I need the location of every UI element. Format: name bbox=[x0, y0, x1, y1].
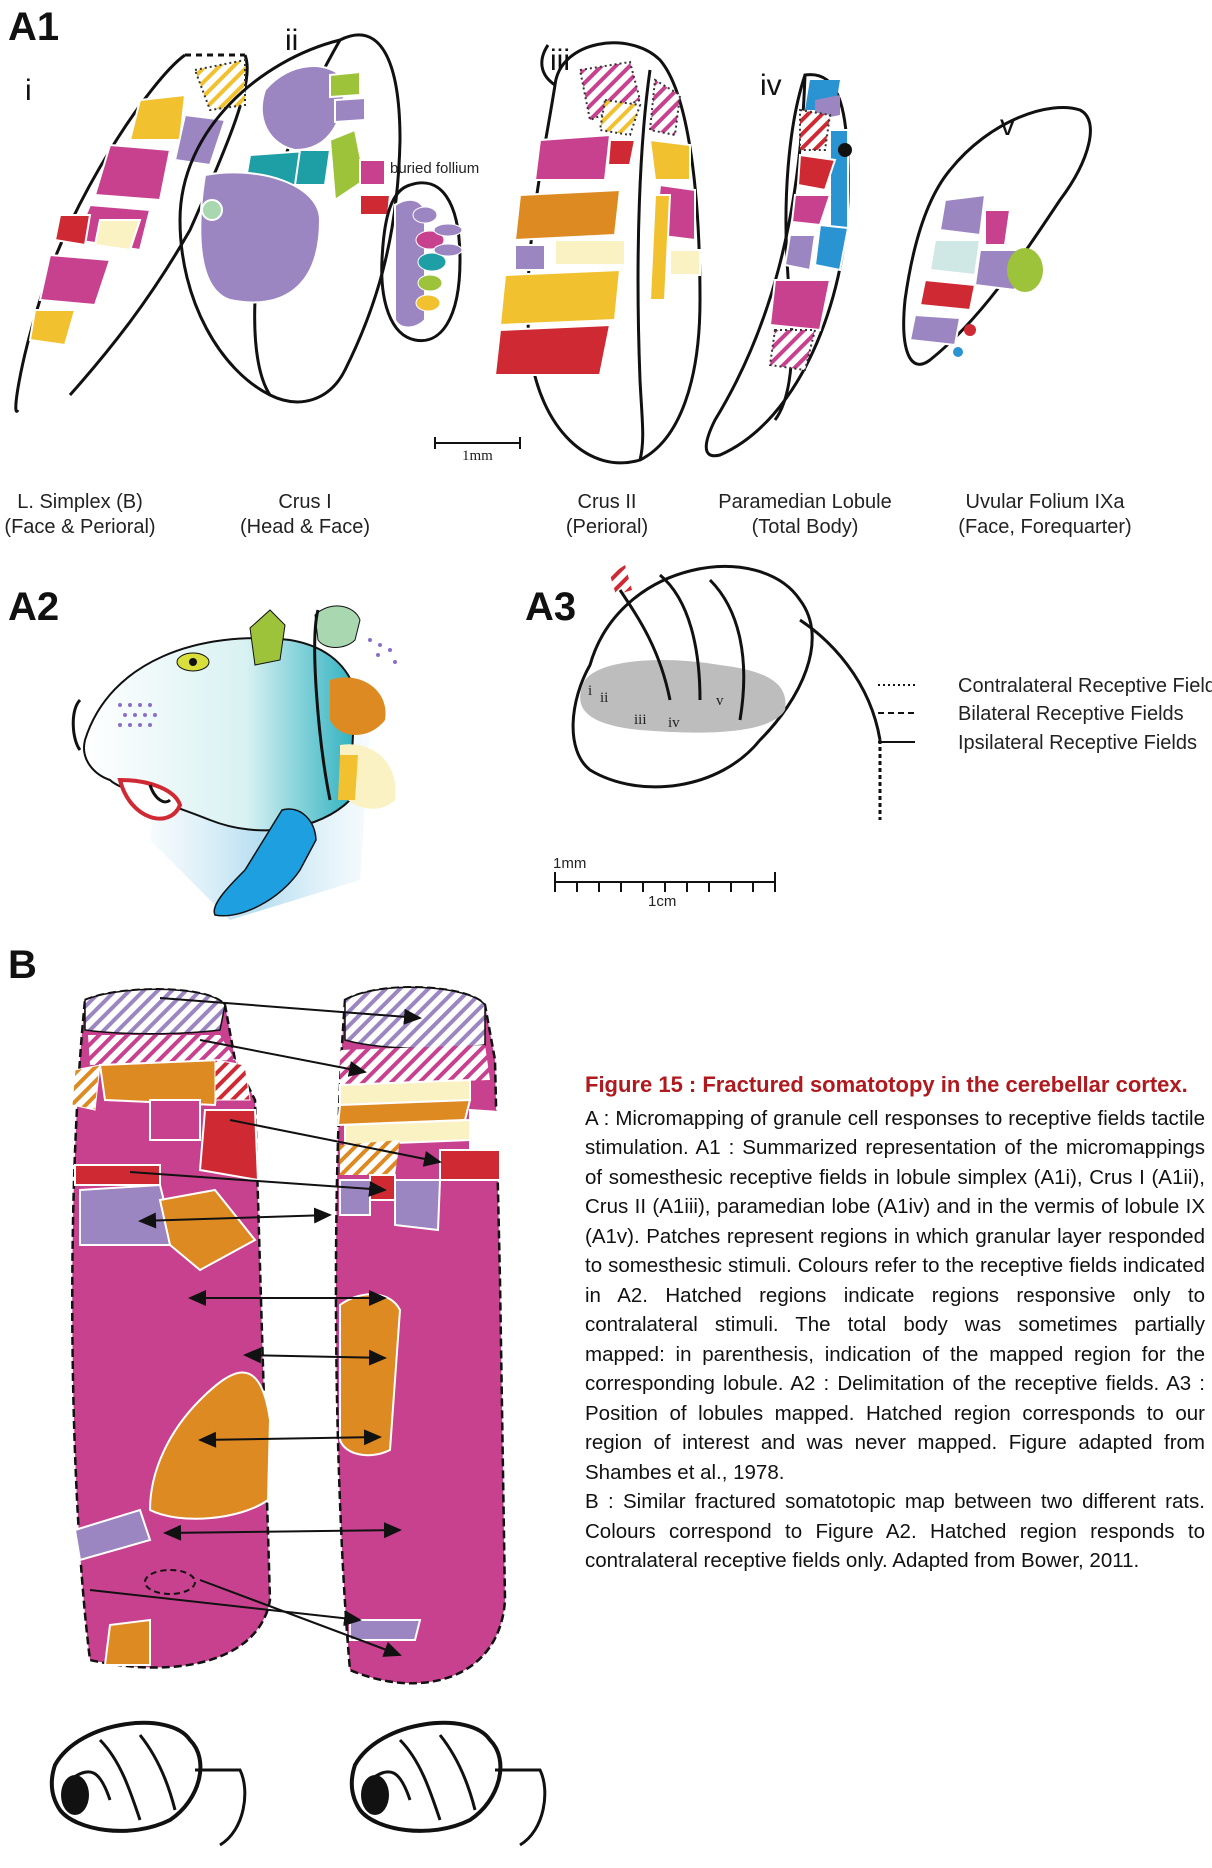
panel-label-a3: A3 bbox=[525, 585, 576, 629]
a3-lobule-label-v: v bbox=[716, 693, 724, 709]
b-left-rat-map bbox=[72, 989, 270, 1667]
lobule-numeral-iv: iv bbox=[760, 69, 782, 102]
lobule-name: Crus I bbox=[278, 491, 331, 513]
lobule-region: (Head & Face) bbox=[240, 516, 370, 538]
a3-lobule-label-i: i bbox=[588, 683, 592, 699]
a1-scale-label: 1mm bbox=[462, 448, 493, 464]
legend-label-bilateral: Bilateral Receptive Fields bbox=[958, 703, 1184, 725]
crus-ii-map bbox=[495, 43, 700, 463]
lobule-name: Crus II bbox=[578, 491, 637, 513]
lobule-region: (Perioral) bbox=[566, 516, 648, 538]
legend-label-ipsilateral: Ipsilateral Receptive Fields bbox=[958, 732, 1197, 754]
lobule-numeral-ii: ii bbox=[285, 24, 298, 57]
lobule-name: Paramedian Lobule bbox=[718, 491, 891, 513]
lobule-region: (Face, Forequarter) bbox=[958, 516, 1131, 538]
a1-scale-bar: 1mm bbox=[435, 437, 520, 464]
paramedian-lobule-map bbox=[706, 75, 852, 456]
lobule-region: (Total Body) bbox=[752, 516, 859, 538]
a3-scale-cm: 1cm bbox=[648, 893, 676, 910]
panel-label-a2: A2 bbox=[8, 585, 59, 629]
a3-lobule-label-ii: ii bbox=[600, 690, 608, 706]
lobule-numeral-i: i bbox=[25, 74, 32, 107]
caption-title: Figure 15 : Fractured somatotopy in the … bbox=[585, 1070, 1205, 1100]
a3-cerebellum-position: i ii iii iv v 1mm 1cm bbox=[553, 565, 880, 910]
b-brain-thumbnails bbox=[52, 1723, 545, 1845]
line-style-legend: Contralateral Receptive Fields Bilateral… bbox=[878, 675, 1212, 754]
lobule-name: Uvular Folium IXa bbox=[966, 491, 1126, 513]
b-somatotopic-maps bbox=[52, 987, 545, 1845]
panel-label-b: B bbox=[8, 943, 37, 987]
a1-lobule-maps: buried follium 1mm bbox=[4, 24, 1131, 538]
figure-caption: Figure 15 : Fractured somatotopy in the … bbox=[585, 1070, 1205, 1576]
caption-paragraph-a: A : Micromapping of granule cell respons… bbox=[585, 1104, 1205, 1488]
uvular-folium-map bbox=[904, 108, 1091, 365]
a3-scale-bar: 1mm 1cm bbox=[553, 855, 775, 910]
legend-label-contralateral: Contralateral Receptive Fields bbox=[958, 675, 1212, 697]
a3-lobule-label-iv: iv bbox=[668, 715, 680, 731]
lobule-name: L. Simplex (B) bbox=[17, 491, 143, 513]
lobule-numeral-iii: iii bbox=[550, 44, 570, 77]
b-right-rat-map bbox=[336, 987, 505, 1683]
a2-receptive-field-diagram bbox=[73, 606, 397, 920]
lobule-numeral-v: v bbox=[1000, 109, 1015, 142]
a3-scale-mm: 1mm bbox=[553, 855, 586, 872]
panel-label-a1: A1 bbox=[8, 5, 59, 49]
lobule-region: (Face & Perioral) bbox=[4, 516, 155, 538]
lobule-captions: L. Simplex (B) (Face & Perioral) Crus I … bbox=[4, 491, 1131, 538]
caption-paragraph-b: B : Similar fractured somatotopic map be… bbox=[585, 1487, 1205, 1576]
a3-lobule-label-iii: iii bbox=[634, 712, 647, 728]
buried-follium-label: buried follium bbox=[390, 160, 479, 177]
